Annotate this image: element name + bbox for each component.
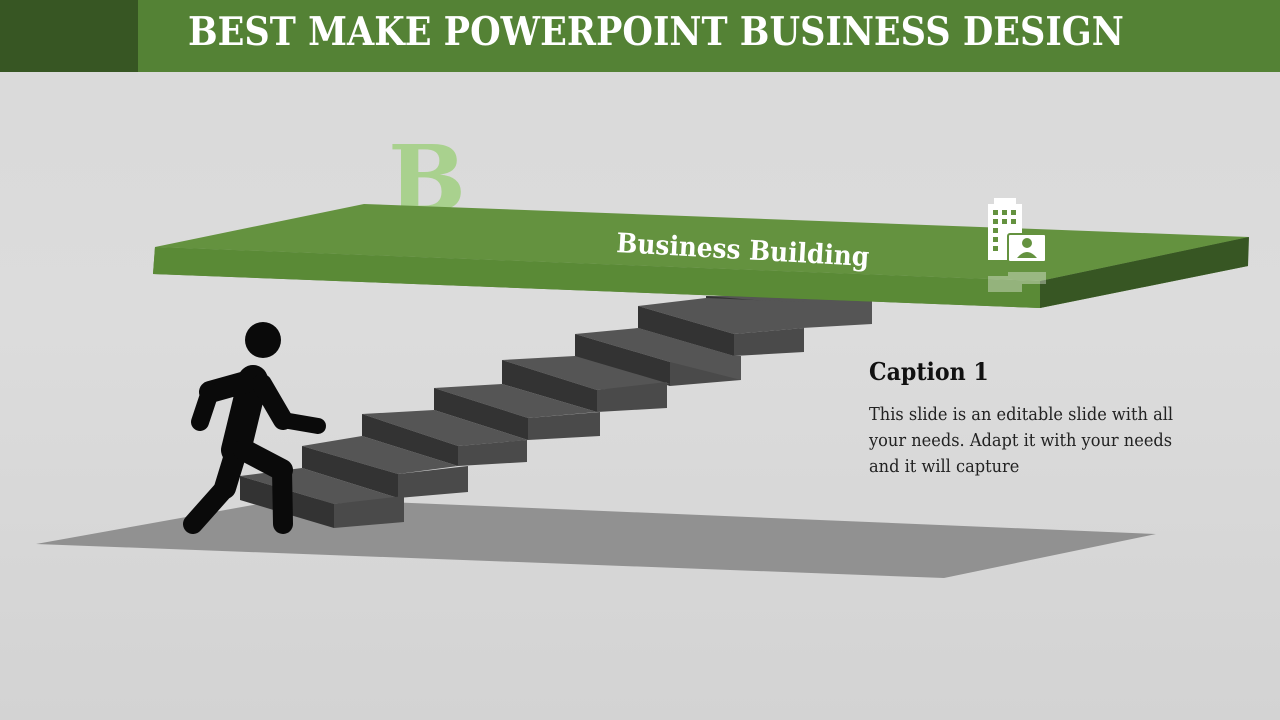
building-reflection bbox=[988, 272, 1046, 292]
header-accent bbox=[0, 0, 138, 72]
slide-title: BEST MAKE POWERPOINT BUSINESS DESIGN bbox=[188, 9, 1124, 55]
office-building-icon bbox=[988, 198, 1047, 263]
caption-body: This slide is an editable slide with all… bbox=[869, 404, 1174, 477]
person-climbing-stairs-icon bbox=[183, 322, 326, 534]
header-bar bbox=[0, 0, 1280, 72]
platform bbox=[153, 204, 1249, 308]
caption-title: Caption 1 bbox=[869, 357, 989, 386]
staircase bbox=[240, 296, 872, 528]
